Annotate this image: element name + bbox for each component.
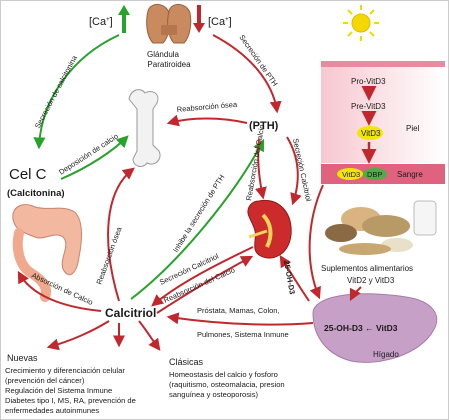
arrow-pth-kidney-reabsorcion	[255, 138, 267, 200]
label-oh-d3-vertical: 25-OH-D3	[282, 260, 297, 295]
ca-right-plus: +	[225, 17, 229, 23]
arrow-inhibe-pth	[130, 138, 265, 300]
arrow-kidney-calcitriol	[151, 246, 254, 307]
nuevas-line-2: Regulación del Sistema Inmune	[5, 386, 112, 395]
label-absorcion-calcio: Absorción de Calcio	[30, 271, 94, 307]
arrow-calcitriol-nuevas	[46, 320, 110, 351]
arrow-pth-bone	[166, 114, 248, 127]
label-reabsorcion-calcio-pth: Reabsorción del Calcio	[244, 124, 266, 202]
dbp-blob	[363, 168, 387, 180]
arrow-blood-liver	[308, 184, 324, 300]
label-reabsorcion-osea-left: Reabsorción ósea	[94, 225, 123, 286]
bone-icon	[128, 89, 161, 167]
clasicas-line-1: (raquitismo, osteomalacia, presion	[169, 380, 285, 389]
svg-text:[Ca+]: [Ca+]	[89, 16, 113, 28]
higado-label: Hígado	[373, 350, 399, 359]
gland-line1: Glándula	[147, 50, 180, 59]
arrow-calcitonin-secretion	[33, 34, 120, 150]
pth-label: (PTH)	[249, 120, 279, 132]
dbp-label: DBP	[367, 170, 382, 179]
label-inhibe-pth: Inhibe la secreción de PTH	[171, 173, 226, 254]
skin-top-band	[321, 61, 445, 67]
arrow-liver-calcitriol	[166, 312, 314, 326]
label-reabsorcion-osea-top: Reabsorción ósea	[176, 100, 238, 114]
down-arrow-icon	[193, 5, 205, 33]
sangre-label: Sangre	[397, 170, 423, 179]
clasicas-line-2: sanguínea y osteoporosis)	[169, 390, 259, 399]
arrow-pth-kidney-calcitriol	[286, 136, 302, 206]
oh-d3-liver-label: 25-OH-D3 ← VitD3	[324, 323, 398, 333]
arrow-deposicion	[60, 135, 129, 180]
arrow-absorcion-calcio	[17, 270, 102, 312]
label-targets-line2: Pulmones, Sistema Inmune	[197, 330, 289, 339]
nuevas-title: Nuevas	[7, 353, 38, 363]
pre-vitd3-label: Pre-VitD3	[351, 102, 386, 111]
clasicas-line-0: Homeostasis del calcio y fosforo	[169, 370, 278, 379]
vitd3-skin-label: VitD3	[361, 129, 381, 138]
calcitriol-label: Calcitriol	[105, 306, 156, 320]
piel-label: Piel	[406, 124, 420, 133]
label-secrecion-calcitonina: Secreción de calcitonina	[33, 53, 80, 130]
cel-c-label: Cel C	[9, 166, 47, 183]
skin-background	[321, 63, 445, 163]
arrow-pth-secretion	[212, 34, 282, 114]
ca-left-label: [Ca+]	[89, 16, 113, 28]
clasicas-title: Clásicas	[169, 357, 204, 367]
vitd3-blob	[357, 126, 383, 140]
arrow-liver-kidney	[279, 254, 310, 302]
label-deposicion-calcio: Deposición de calcio	[57, 132, 120, 177]
vitd3-bound-blob	[337, 168, 363, 180]
ca-left-bracket: ]	[110, 16, 113, 28]
supplements-line2: VitD2 y VitD3	[347, 276, 395, 285]
intestine-icon	[12, 204, 82, 302]
svg-text:[Ca+]: [Ca+]	[208, 16, 232, 28]
up-arrow-icon	[118, 5, 130, 33]
nuevas-line-0: Crecimiento y diferenciación celular	[5, 366, 125, 375]
nuevas-line-1: (prevención del cáncer)	[5, 376, 85, 385]
kidney-icon	[247, 199, 292, 259]
label-secrecion-calcitriol-right: Secreción Calcitriol	[291, 138, 313, 203]
supplements-line1: Suplementos alimentarios	[321, 264, 413, 273]
nuevas-line-4: enfermedades autoinmunes	[5, 406, 99, 415]
arrow-calcitriol-bone	[107, 167, 135, 302]
calcitonina-label: (Calcitonina)	[7, 188, 65, 199]
ca-right-bracket: ]	[229, 16, 232, 28]
ca-left-plus: +	[106, 17, 110, 23]
ca-left-text: [Ca	[89, 16, 107, 28]
ca-right-text: [Ca	[208, 16, 226, 28]
gland-line2: Paratiroidea	[147, 60, 191, 69]
food-supplements-icon	[325, 200, 437, 255]
label-secrecion-pth: Secreción de PTH	[237, 33, 279, 88]
sun-icon	[343, 5, 379, 41]
arrow-supplements-liver	[349, 286, 362, 302]
arrow-calcitriol-kidney	[156, 255, 254, 314]
vitd3-bound-label: VitD3	[342, 170, 360, 179]
thyroid-gland-icon	[146, 4, 192, 44]
nuevas-line-3: Diabetes tipo I, MS, RA, prevención de	[5, 396, 136, 405]
arrow-calcitriol-clasicas	[138, 320, 161, 351]
pro-vitd3-label: Pro-VitD3	[351, 77, 386, 86]
ca-right-label: [Ca+]	[208, 16, 232, 28]
label-targets-line1: Próstata, Mamas, Colon,	[197, 306, 280, 315]
